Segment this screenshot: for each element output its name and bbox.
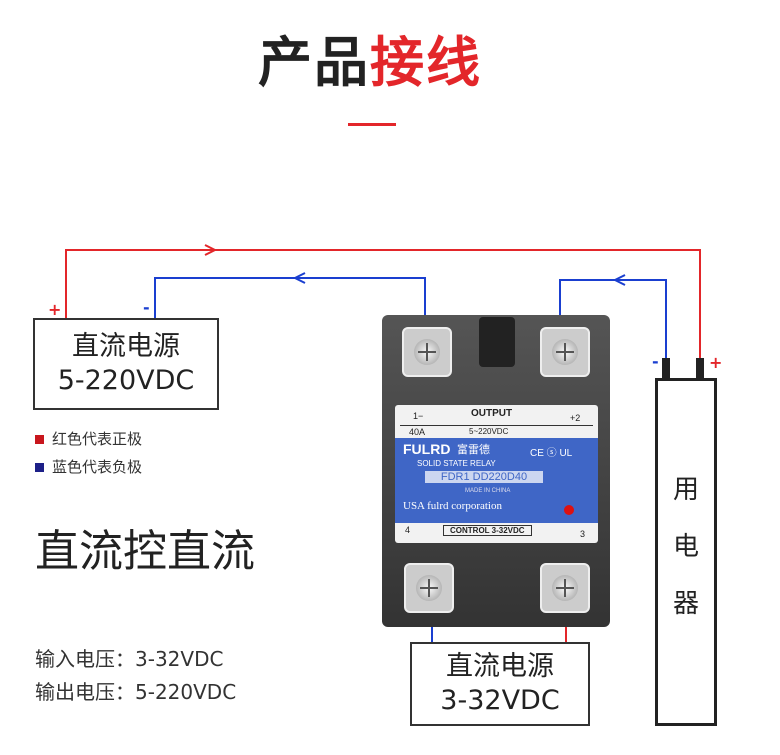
legend-blue: 蓝色代表负极	[35, 456, 142, 477]
arrow-right-icon	[204, 244, 218, 256]
terminal-2	[540, 327, 590, 377]
control-source-box: 直流电源 3-32VDC	[410, 642, 590, 726]
positive-wire	[65, 249, 701, 362]
model-number: FDR1 DD220D40	[425, 471, 543, 483]
source-label: 直流电源	[72, 331, 180, 362]
screw-icon	[552, 575, 578, 601]
source-plus: +	[48, 300, 62, 319]
terminal-3	[540, 563, 590, 613]
mounting-hole	[479, 317, 515, 367]
screw-icon	[416, 575, 442, 601]
terminal-4	[404, 563, 454, 613]
terminal-1	[402, 327, 452, 377]
relay-label: 1− 40A OUTPUT 5~220VDC +2 FULRD 富雷德 CE ⓢ…	[395, 405, 598, 543]
electrical-device: 用 电 器	[655, 378, 717, 726]
dc-source-box: 直流电源 5-220VDC	[33, 318, 219, 410]
arrow-left-icon	[292, 272, 306, 284]
page-title: 产品接线	[258, 31, 482, 94]
brand: FULRD	[403, 441, 451, 457]
red-square-icon	[35, 435, 44, 444]
led-indicator	[564, 505, 574, 515]
source-voltage: 5-220VDC	[57, 365, 195, 396]
heading: 直流控直流	[35, 526, 255, 577]
control-label: CONTROL 3-32VDC	[443, 525, 532, 536]
cert-icons: CE ⓢ UL	[530, 448, 573, 459]
title-underline	[348, 123, 396, 126]
blue-square-icon	[35, 463, 44, 472]
source-minus: -	[143, 298, 150, 317]
input-voltage: 输入电压：3-32VDC	[35, 647, 224, 671]
output-voltage: 输出电压：5-220VDC	[35, 680, 237, 704]
device-terminal-positive	[696, 358, 704, 380]
arrow-left-icon	[612, 274, 626, 286]
legend-red: 红色代表正极	[35, 428, 142, 449]
device-terminal-negative	[662, 358, 670, 380]
screw-icon	[414, 339, 440, 365]
screw-icon	[552, 339, 578, 365]
